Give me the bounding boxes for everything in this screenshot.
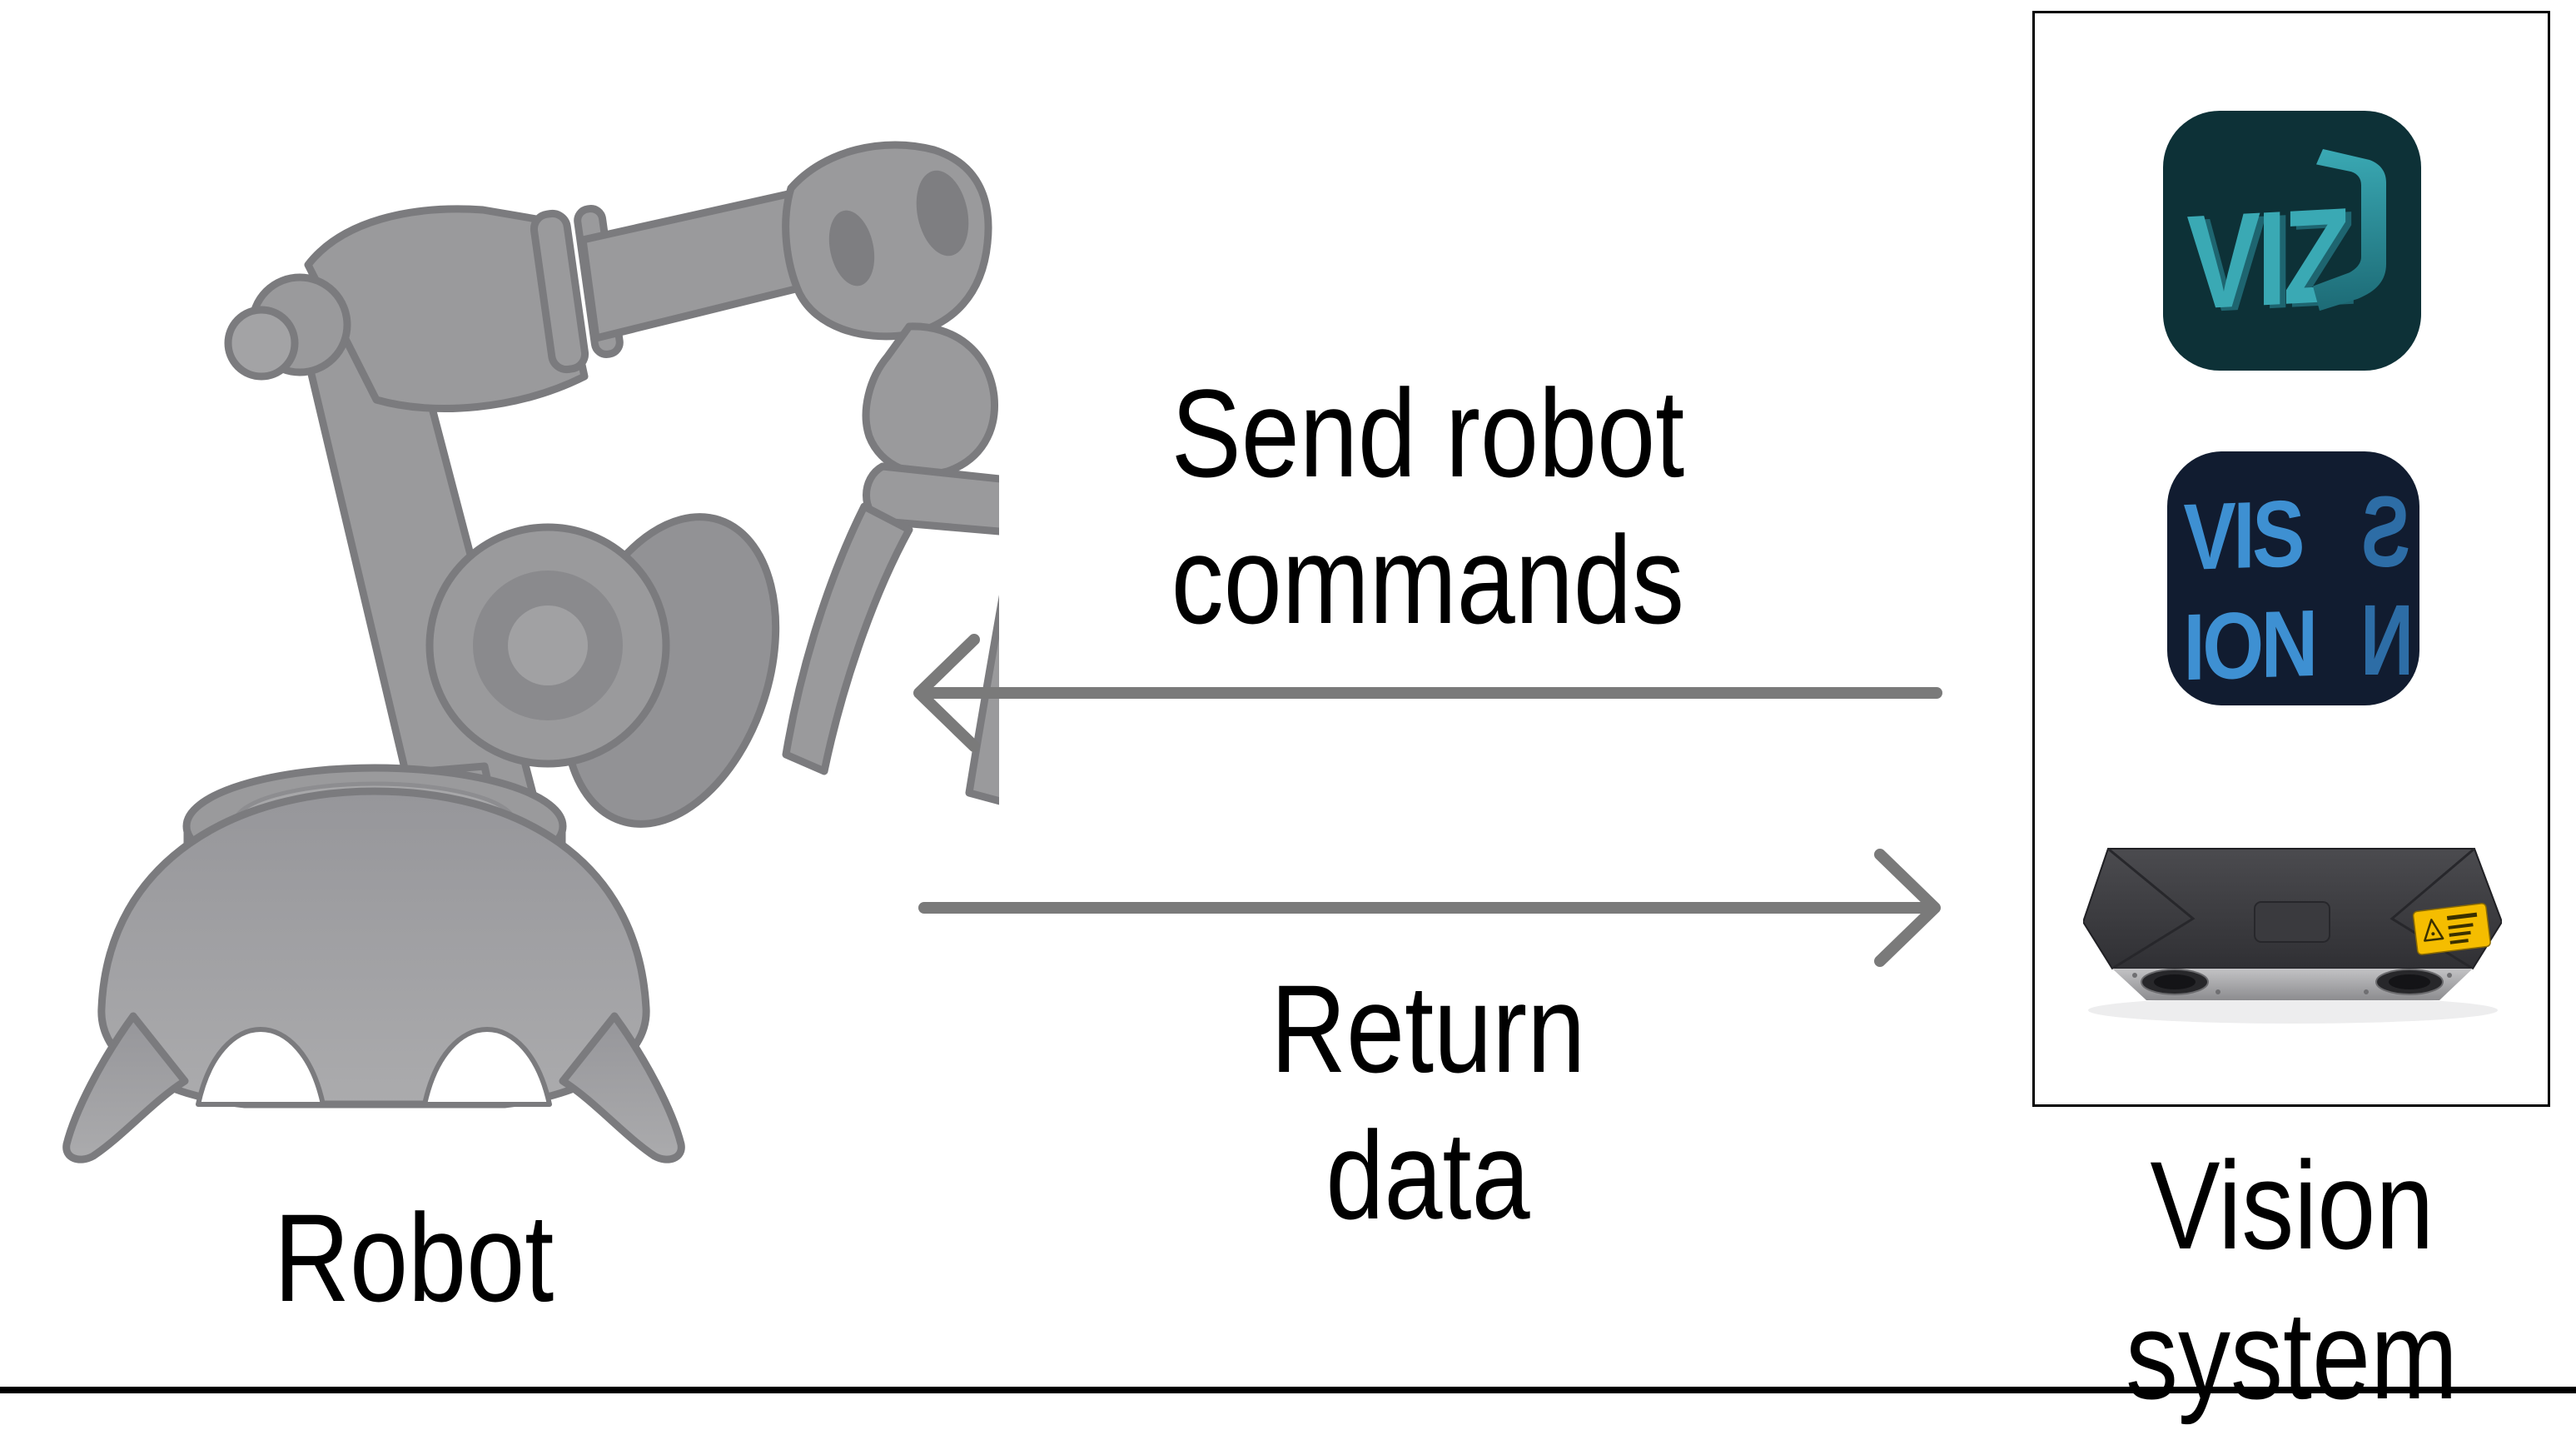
vision-logo-side-s: S — [2361, 476, 2410, 589]
robot-gripper — [863, 462, 999, 536]
viz-app-icon: VIZ VIZ — [2163, 111, 2421, 371]
vision-app-icon: S N VIS ION — [2167, 451, 2419, 705]
send-commands-label: Send robot commands — [1171, 363, 1685, 650]
viz-logo-text: VIZ — [2186, 180, 2348, 338]
vision-logo-line1: VIS — [2183, 481, 2302, 590]
laser-warning-label — [2412, 903, 2491, 955]
camera-device-image — [2083, 847, 2502, 1024]
vision-logo-side-n: N — [2360, 585, 2414, 697]
arrow-to-robot — [913, 634, 1942, 752]
return-data-label: Return data — [1270, 959, 1586, 1245]
vision-system-box: VIZ VIZ S N VIS ION — [2032, 11, 2550, 1107]
vision-logo-line2: ION — [2183, 590, 2315, 700]
vision-system-caption: Vision system — [2126, 1135, 2459, 1425]
robot-shoulder — [304, 205, 589, 413]
robot-caption-text: Robot — [273, 1188, 554, 1328]
camera-lens-left — [2141, 969, 2209, 995]
arrow-to-vision — [918, 849, 1941, 967]
communication-arrows — [913, 634, 1942, 967]
robot-caption: Robot — [0, 1183, 872, 1333]
robot-vision-diagram: Robot Send robot commands Return data — [0, 11, 2576, 1425]
bottom-divider-line — [0, 1387, 2576, 1393]
robot-upper-arm — [579, 187, 817, 342]
viz-logo-shadow: VIZ — [2192, 183, 2354, 341]
camera-lens-right — [2375, 969, 2444, 995]
camera-shadow — [2088, 997, 2498, 1024]
viz-logo-bracket — [2313, 148, 2386, 311]
robot-arm-illustration — [62, 141, 999, 1163]
